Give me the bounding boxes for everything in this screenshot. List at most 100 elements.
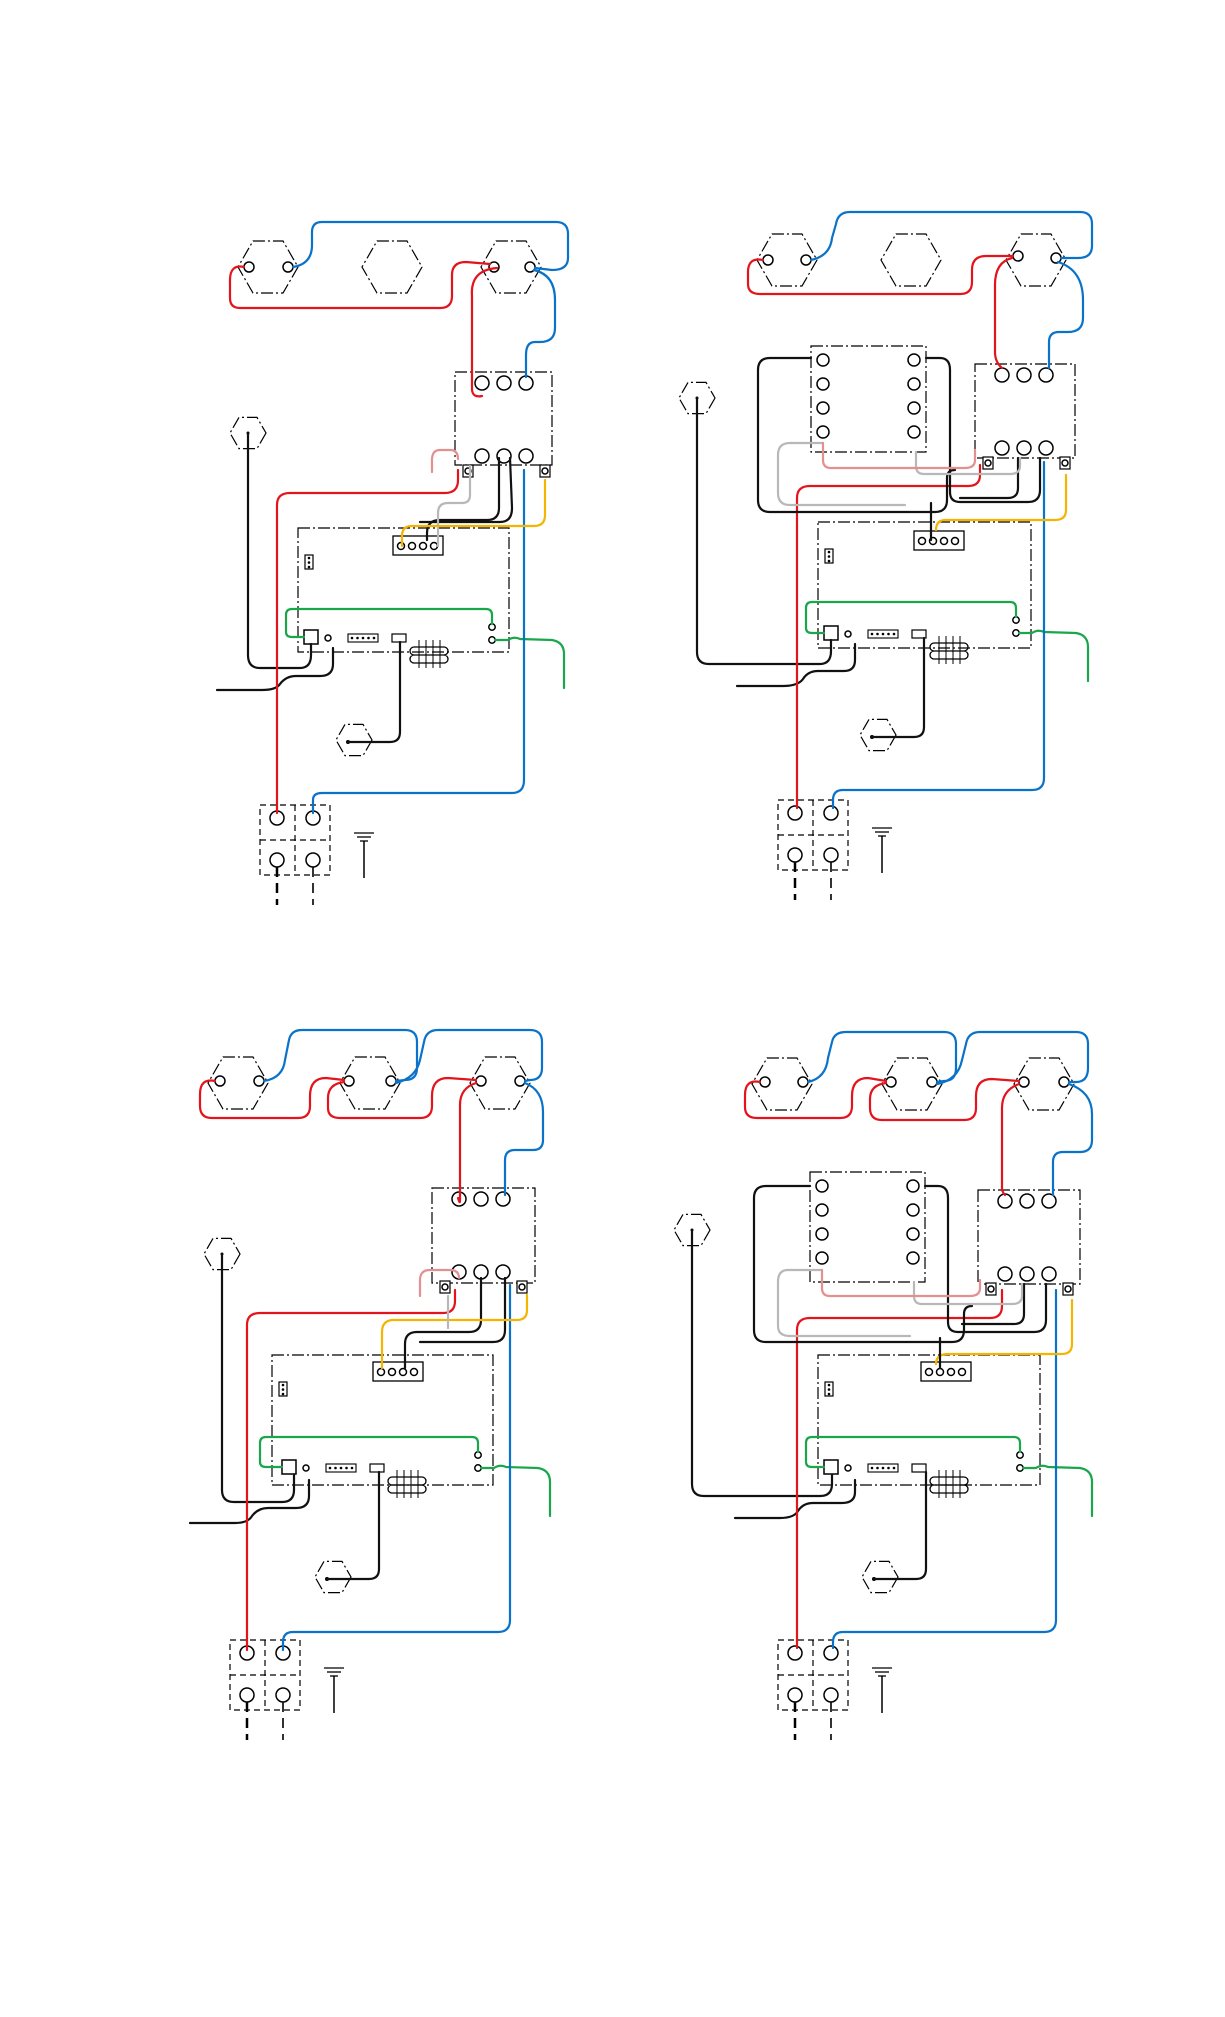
header-pin xyxy=(367,637,370,640)
connector-terminal xyxy=(959,1369,966,1376)
relay-terminal-right xyxy=(908,402,920,414)
igniter-socket xyxy=(304,630,318,644)
valve-top-terminal xyxy=(1039,368,1053,382)
connector-terminal xyxy=(919,538,926,545)
pink-wire xyxy=(823,443,975,468)
header-pin xyxy=(876,633,879,636)
sensor-terminal xyxy=(845,1465,851,1471)
header-pin xyxy=(887,1467,890,1470)
header-pin xyxy=(876,1467,879,1470)
blue-power-wire xyxy=(833,462,1044,808)
supply-terminal-l xyxy=(270,853,284,867)
header-pin xyxy=(882,633,885,636)
burner-terminal xyxy=(1013,251,1023,261)
grey-wire xyxy=(438,466,470,546)
burner-terminal xyxy=(515,1076,525,1086)
green-thermostat-wire xyxy=(1023,1466,1092,1516)
transformer-coil xyxy=(410,647,448,663)
burner-hexagon xyxy=(362,241,422,293)
relay-terminal-left xyxy=(817,426,829,438)
valve-bottom-terminal xyxy=(1017,441,1031,455)
connector-pin xyxy=(282,1388,285,1391)
blue-wire-burners xyxy=(808,1032,956,1082)
valve-spade-terminal xyxy=(442,1284,448,1290)
valve-spade-terminal xyxy=(1062,460,1068,466)
supply-terminal-n xyxy=(276,1688,290,1702)
valve-bottom-terminal xyxy=(496,1265,510,1279)
panel-bottom-left xyxy=(190,1030,550,1740)
panel-bottom-right xyxy=(674,1032,1092,1740)
supply-terminal-n xyxy=(824,1688,838,1702)
valve-top-terminal xyxy=(519,376,533,390)
connector-pin xyxy=(308,561,311,564)
black-igniter-wire xyxy=(248,433,311,668)
valve-spade-terminal xyxy=(1065,1286,1071,1292)
valve-bottom-terminal xyxy=(1039,441,1053,455)
burner-terminal xyxy=(763,255,773,265)
burner-terminal xyxy=(254,1076,264,1086)
connector-pin xyxy=(282,1384,285,1387)
connector-terminal xyxy=(937,1369,944,1376)
valve-bottom-terminal xyxy=(998,1267,1012,1281)
header-pin xyxy=(871,1467,874,1470)
connector-pin xyxy=(828,560,831,563)
relay-terminal-right xyxy=(907,1180,919,1192)
fuse xyxy=(912,630,926,638)
connector-pin xyxy=(308,557,311,560)
sensor-terminal xyxy=(845,631,851,637)
blue-wire-burners xyxy=(937,1032,1088,1084)
red-wire-valve xyxy=(1002,1084,1019,1195)
red-wire-burners xyxy=(748,256,1013,294)
valve-top-terminal xyxy=(497,376,511,390)
valve-bottom-terminal xyxy=(519,449,533,463)
relay-terminal-right xyxy=(907,1228,919,1240)
sensor-terminal xyxy=(303,1465,309,1471)
red-wire-valve xyxy=(458,1083,476,1202)
connector-terminal xyxy=(389,1369,396,1376)
blue-wire-valve xyxy=(1053,1084,1092,1195)
igniter-socket xyxy=(824,1460,838,1474)
valve-top-terminal xyxy=(1017,368,1031,382)
green-thermostat-wire xyxy=(1019,631,1088,681)
burner-terminal xyxy=(344,1076,354,1086)
valve-spade-terminal xyxy=(988,1286,994,1292)
valve-top-terminal xyxy=(995,368,1009,382)
green-thermostat-wire xyxy=(481,1466,550,1516)
valve-top-terminal xyxy=(474,1192,488,1206)
connector-pin xyxy=(828,1393,831,1396)
burner-terminal xyxy=(801,255,811,265)
valve-bottom-terminal xyxy=(995,441,1009,455)
flame-sensor-wire xyxy=(327,1472,379,1579)
red-wire-valve xyxy=(995,258,1012,368)
flame-sensor-wire xyxy=(874,1472,926,1579)
relay-terminal-left xyxy=(816,1204,828,1216)
red-wire-burners xyxy=(230,262,490,308)
header-pin xyxy=(362,637,365,640)
connector-pin xyxy=(282,1393,285,1396)
header-pin xyxy=(351,637,354,640)
sensor-terminal xyxy=(325,635,331,641)
connector-terminal xyxy=(378,1369,385,1376)
valve-bottom-terminal xyxy=(1042,1267,1056,1281)
igniter-socket xyxy=(824,626,838,640)
pink-wire xyxy=(822,1270,980,1296)
header-pin xyxy=(329,1467,332,1470)
power-terminal-l xyxy=(788,806,802,820)
supply-terminal-l xyxy=(240,1688,254,1702)
panel-top-left xyxy=(217,222,568,905)
flame-sensor-hexagon xyxy=(862,1561,898,1592)
burner-terminal xyxy=(886,1077,896,1087)
relay-terminal-right xyxy=(907,1252,919,1264)
connector-terminal xyxy=(941,538,948,545)
connector-terminal xyxy=(400,1369,407,1376)
connector-terminal xyxy=(431,543,438,550)
burner-terminal xyxy=(476,1076,486,1086)
burner-hexagon xyxy=(881,234,941,286)
relay-terminal-left xyxy=(816,1180,828,1192)
relay-terminal-left xyxy=(816,1228,828,1240)
header-pin xyxy=(373,637,376,640)
supply-terminal-l xyxy=(788,848,802,862)
burner-terminal xyxy=(927,1077,937,1087)
header-pin xyxy=(345,1467,348,1470)
